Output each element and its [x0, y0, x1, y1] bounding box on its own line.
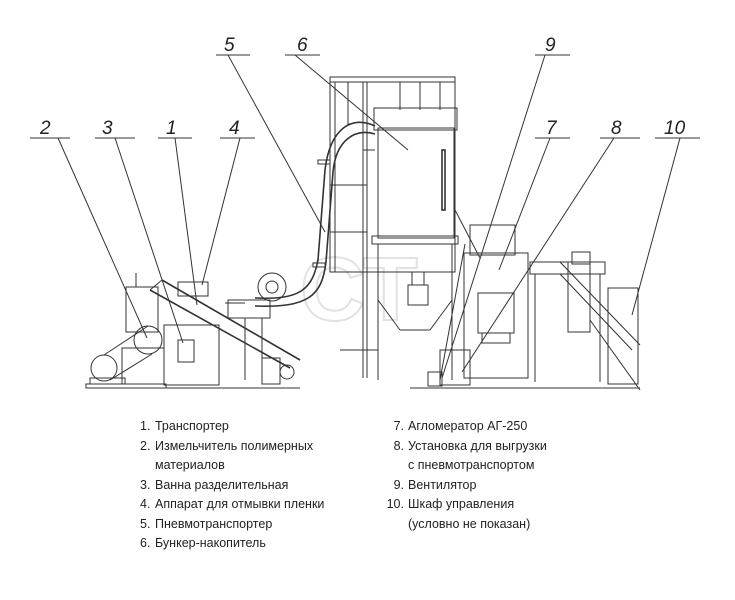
callout-2: 2: [39, 118, 51, 139]
fan-blower: [225, 272, 287, 380]
legend-number: 3.: [140, 477, 151, 492]
legend-text: Агломератор АГ-250: [408, 419, 528, 433]
equipment-line-drawing: СТ: [30, 35, 700, 391]
agglomerator: [427, 209, 529, 387]
legend-number: 6.: [140, 536, 151, 550]
callout-8: 8: [611, 118, 622, 139]
legend-item-10: 10. Шкаф управления (условно не показан): [382, 495, 547, 534]
legend-number: 7.: [393, 419, 404, 433]
legend-number: 2.: [140, 438, 151, 453]
legend-text: Ванна разделительная: [155, 477, 289, 492]
legend-item-1: 1. Транспортер: [140, 417, 324, 437]
callout-9: 9: [545, 35, 556, 56]
callout-1: 1: [166, 118, 177, 139]
legend-number: 5.: [140, 516, 151, 531]
legend-text: Бункер-накопитель: [155, 536, 266, 550]
bunker-storage-tower: [329, 76, 459, 380]
washing-apparatus: [163, 281, 220, 386]
legend-number: 1.: [140, 419, 151, 433]
inclined-conveyor: [149, 279, 301, 385]
legend-number: 8.: [393, 438, 404, 453]
callout-6: 6: [297, 35, 308, 56]
legend-number: 9.: [393, 477, 404, 492]
legend-text: Измельчитель полимерных материалов: [155, 437, 313, 476]
legend-item-2: 2. Измельчитель полимерных материалов: [140, 437, 324, 476]
leader-lines: [30, 54, 700, 379]
legend-text-line2: материалов: [155, 458, 225, 472]
legend-item-7: 7. Агломератор АГ-250: [382, 417, 547, 437]
callout-5: 5: [224, 35, 235, 56]
callout-10: 10: [664, 118, 686, 139]
legend-item-6: 6. Бункер-накопитель: [140, 534, 324, 554]
legend-text-line2: (условно не показан): [408, 516, 531, 531]
legend-item-8: 8. Установка для выгрузки с пневмотранспор…: [382, 437, 547, 476]
callout-7: 7: [546, 118, 558, 139]
legend-number: 10.: [386, 497, 404, 511]
legend-text: Аппарат для отмывки пленки: [155, 497, 325, 511]
callout-4: 4: [229, 118, 240, 139]
legend-text-line1: Измельчитель полимерных: [155, 438, 314, 453]
legend-text-line1: Шкаф управления: [408, 497, 515, 511]
service-platform: [529, 251, 641, 391]
control-cabinet: [607, 287, 639, 385]
pneumatic-transporter: [254, 121, 376, 307]
legend-text: Вентилятор: [408, 477, 477, 492]
legend-item-5: 5. Пневмотранспортер: [140, 515, 324, 535]
legend-left-column: 1. Транспортер 2. Измельчитель полимерных м…: [140, 417, 324, 554]
legend-text-line1: Установка для выгрузки: [408, 438, 547, 453]
legend-text: Установка для выгрузки с пневмотранспорто…: [408, 437, 547, 476]
callout-3: 3: [102, 118, 113, 139]
legend-text: Транспортер: [155, 419, 229, 433]
legend-item-9: 9. Вентилятор: [382, 476, 547, 496]
legend-number: 4.: [140, 497, 151, 511]
legend-item-4: 4. Аппарат для отмывки пленки: [140, 495, 324, 515]
shredder: [85, 273, 167, 389]
legend-text: Шкаф управления (условно не показан): [408, 495, 530, 534]
legend-right-column: 7. Агломератор АГ-250 8. Установка для выг…: [382, 417, 547, 534]
legend-text: Пневмотранспортер: [155, 516, 273, 531]
legend-item-3: 3. Ванна разделительная: [140, 476, 324, 496]
legend-text-line2: с пневмотранспортом: [408, 458, 535, 472]
